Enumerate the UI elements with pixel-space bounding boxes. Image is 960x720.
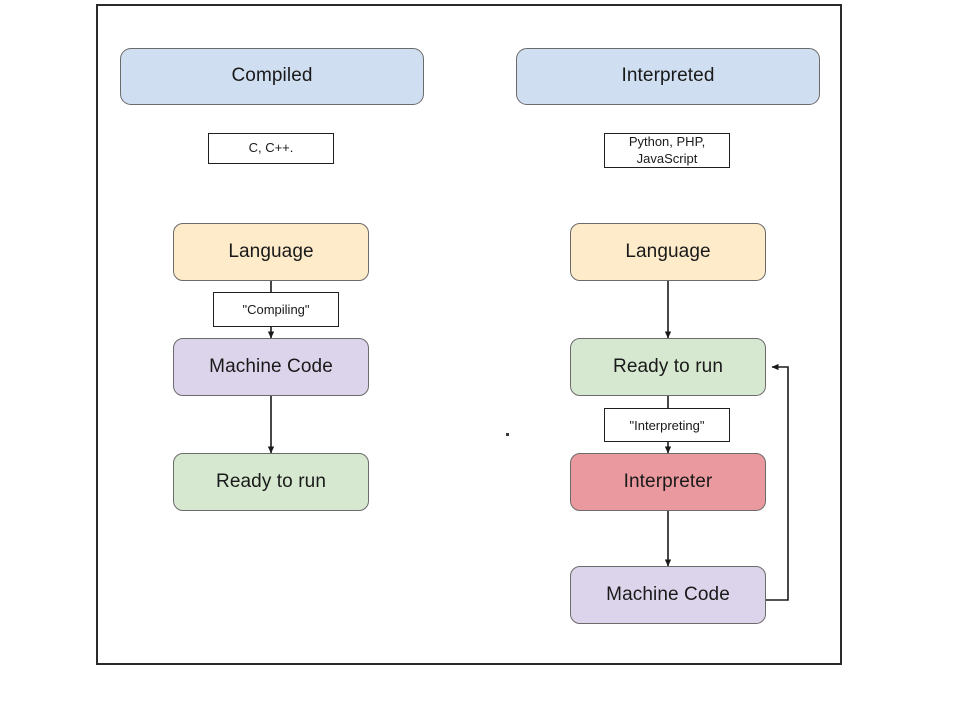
node-interpreted-interpreter[interactable]: Interpreter bbox=[570, 453, 766, 511]
edge-label-interpreting[interactable]: "Interpreting" bbox=[604, 408, 730, 442]
node-compiled-ready-to-run[interactable]: Ready to run bbox=[173, 453, 369, 511]
node-compiled-machine-code[interactable]: Machine Code bbox=[173, 338, 369, 396]
stray-dot-artifact bbox=[506, 433, 509, 436]
node-compiled-language[interactable]: Language bbox=[173, 223, 369, 281]
header-interpreted[interactable]: Interpreted bbox=[516, 48, 820, 105]
diagram-frame bbox=[96, 4, 842, 665]
examples-interpreted[interactable]: Python, PHP, JavaScript bbox=[604, 133, 730, 168]
examples-interpreted-line-1: Python, PHP, bbox=[628, 134, 706, 150]
examples-compiled[interactable]: C, C++. bbox=[208, 133, 334, 164]
node-interpreted-language[interactable]: Language bbox=[570, 223, 766, 281]
node-interpreted-machine-code[interactable]: Machine Code bbox=[570, 566, 766, 624]
header-compiled[interactable]: Compiled bbox=[120, 48, 424, 105]
node-interpreted-ready-to-run[interactable]: Ready to run bbox=[570, 338, 766, 396]
edge-label-compiling[interactable]: "Compiling" bbox=[213, 292, 339, 327]
examples-interpreted-line-2: JavaScript bbox=[636, 150, 698, 166]
